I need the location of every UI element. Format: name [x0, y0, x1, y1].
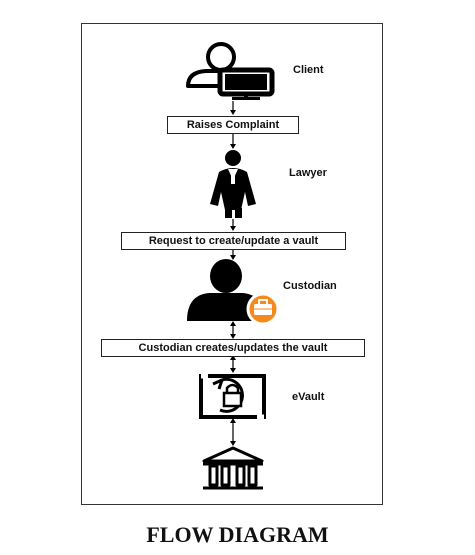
step-request-vault: Request to create/update a vault — [121, 232, 346, 250]
custodian-briefcase-icon — [187, 259, 280, 326]
step-custodian-creates: Custodian creates/updates the vault — [101, 339, 365, 357]
arrowhead-down — [230, 334, 236, 339]
node-label-lawyer: Lawyer — [289, 167, 327, 179]
node-label-client: Client — [293, 64, 324, 76]
arrowhead-down — [230, 226, 236, 231]
step-raises-complaint: Raises Complaint — [167, 116, 299, 134]
arrowhead-up — [230, 355, 236, 360]
arrowhead-down — [230, 255, 236, 260]
bank-icon — [202, 446, 264, 490]
diagram-frame — [81, 23, 383, 505]
lawyer-icon — [210, 150, 256, 218]
evault-safe-icon — [199, 373, 266, 420]
arrowhead-down — [230, 144, 236, 149]
node-label-evault: eVault — [292, 391, 325, 403]
arrowhead-up — [230, 418, 236, 423]
diagram-title: FLOW DIAGRAM — [146, 522, 329, 547]
node-label-custodian: Custodian — [283, 280, 337, 292]
client-computer-icon — [186, 42, 275, 100]
arrowhead-down — [230, 110, 236, 115]
arrowhead-down — [230, 441, 236, 446]
arrowhead-up — [230, 321, 236, 326]
arrowhead-down — [230, 368, 236, 373]
